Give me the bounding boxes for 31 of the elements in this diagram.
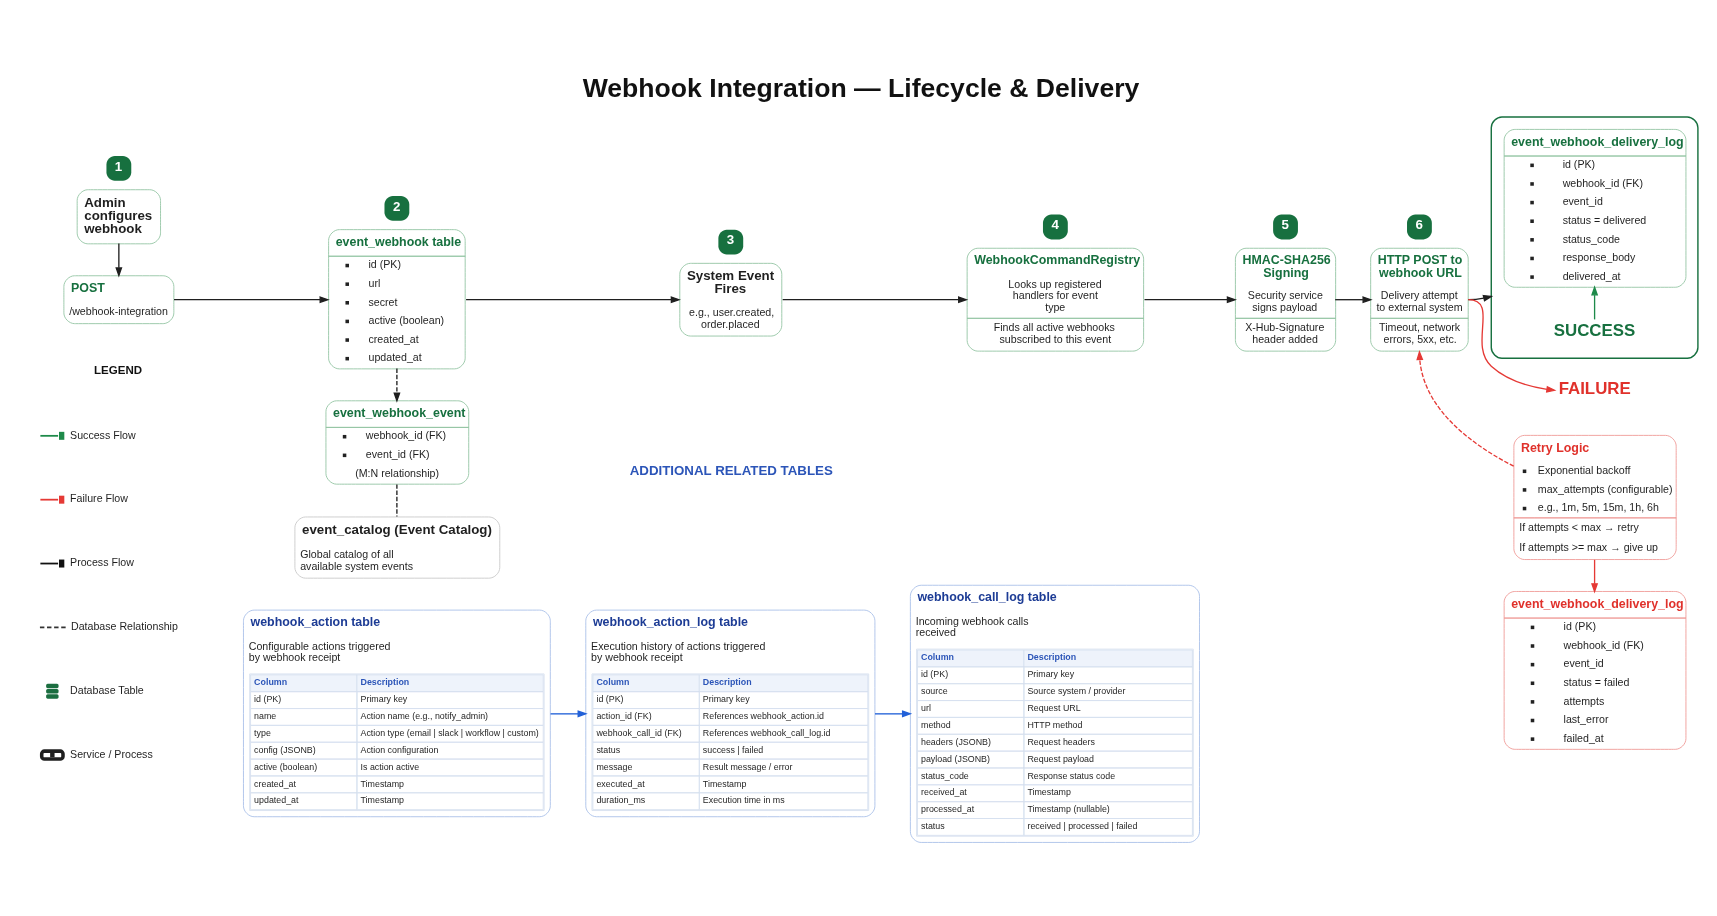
arrow (549, 710, 588, 718)
label: ADDITIONAL RELATED TABLES (629, 462, 833, 478)
legend-label: Service / Process (70, 747, 153, 760)
arrow (1591, 285, 1599, 321)
arrow (1416, 350, 1515, 467)
node-label: 6 (1415, 217, 1423, 233)
node-text: SUCCESS (1553, 321, 1636, 341)
node-label: 4 (1051, 217, 1059, 233)
arrow (465, 296, 681, 304)
node-text: FAILURE (1558, 378, 1631, 398)
legend-label: Failure Flow (70, 492, 128, 505)
legend-label: Database Relationship (70, 620, 178, 633)
legend-label: Process Flow (70, 556, 134, 569)
node-label: 1 (114, 158, 123, 174)
arrow (874, 710, 913, 718)
arrow (1143, 296, 1237, 304)
arrow (782, 296, 969, 304)
connector (396, 483, 398, 518)
arrow (115, 242, 123, 278)
arrow (1334, 296, 1373, 304)
node-label: 5 (1281, 217, 1289, 233)
node-label: 3 (726, 232, 735, 248)
arrow (1591, 559, 1599, 594)
arrow (173, 296, 330, 304)
arrow (393, 367, 401, 403)
diagram-title: Webhook Integration — Lifecycle & Delivery (582, 73, 1140, 104)
legend-label: Success Flow (70, 428, 136, 441)
cluster (1490, 116, 1699, 359)
label: LEGEND (94, 363, 143, 376)
node-label: 2 (392, 198, 401, 214)
legend-label: Database Table (70, 683, 144, 696)
